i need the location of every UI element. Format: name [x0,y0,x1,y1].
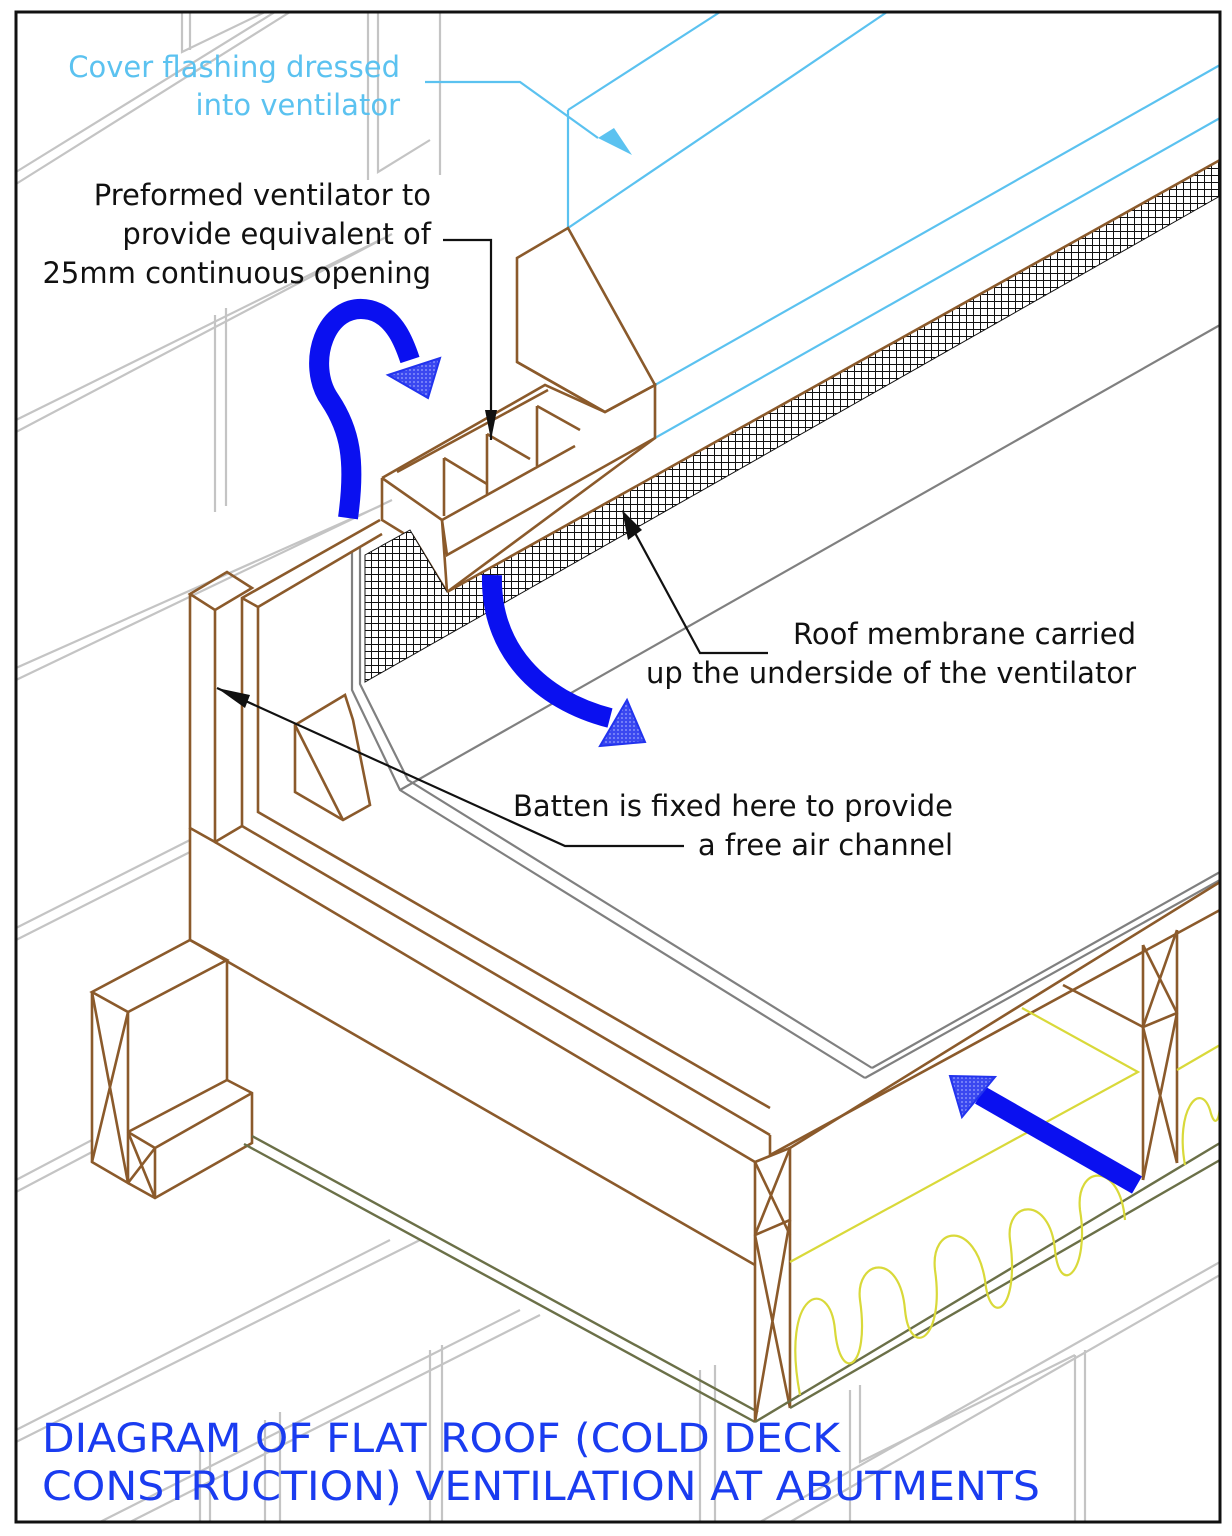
airflow-through-joists-arrow [948,1074,1142,1194]
diagram-title: DIAGRAM OF FLAT ROOF (COLD DECK CONSTRUC… [42,1416,1040,1510]
label-line: Roof membrane carried [793,617,1136,651]
label-line: Preformed ventilator to [94,178,431,212]
preformed-ventilator [380,226,657,595]
brickwork-wall [16,12,1220,1522]
label-line: 25mm continuous opening [42,256,431,290]
upstand-timber [187,518,1221,1267]
insulation [789,1007,1222,1396]
label-line: up the underside of the ventilator [646,656,1136,690]
title-line-1: DIAGRAM OF FLAT ROOF (COLD DECK [42,1416,842,1462]
airflow-out-under-deck-arrow [481,574,647,748]
label-batten: Batten is fixed here to provide a free a… [513,789,953,862]
drawing-frame [14,10,1222,1524]
leader-lines [216,80,768,848]
label-line: into ventilator [196,88,401,122]
label-line: provide equivalent of [122,217,431,251]
label-preformed-ventilator: Preformed ventilator to provide equivale… [42,178,431,290]
label-line: Batten is fixed here to provide [513,789,953,823]
label-cover-flashing: Cover flashing dressed into ventilator [68,50,400,122]
label-line: a free air channel [698,828,953,862]
airflow-in-ventilator-arrow [309,299,442,520]
title-line-2: CONSTRUCTION) VENTILATION AT ABUTMENTS [42,1464,1040,1510]
lower-batten-block [89,938,759,1424]
joists [753,929,1221,1424]
label-roof-membrane: Roof membrane carried up the underside o… [646,617,1136,690]
label-line: Cover flashing dressed [68,50,400,84]
roof-membrane [350,158,1221,1079]
